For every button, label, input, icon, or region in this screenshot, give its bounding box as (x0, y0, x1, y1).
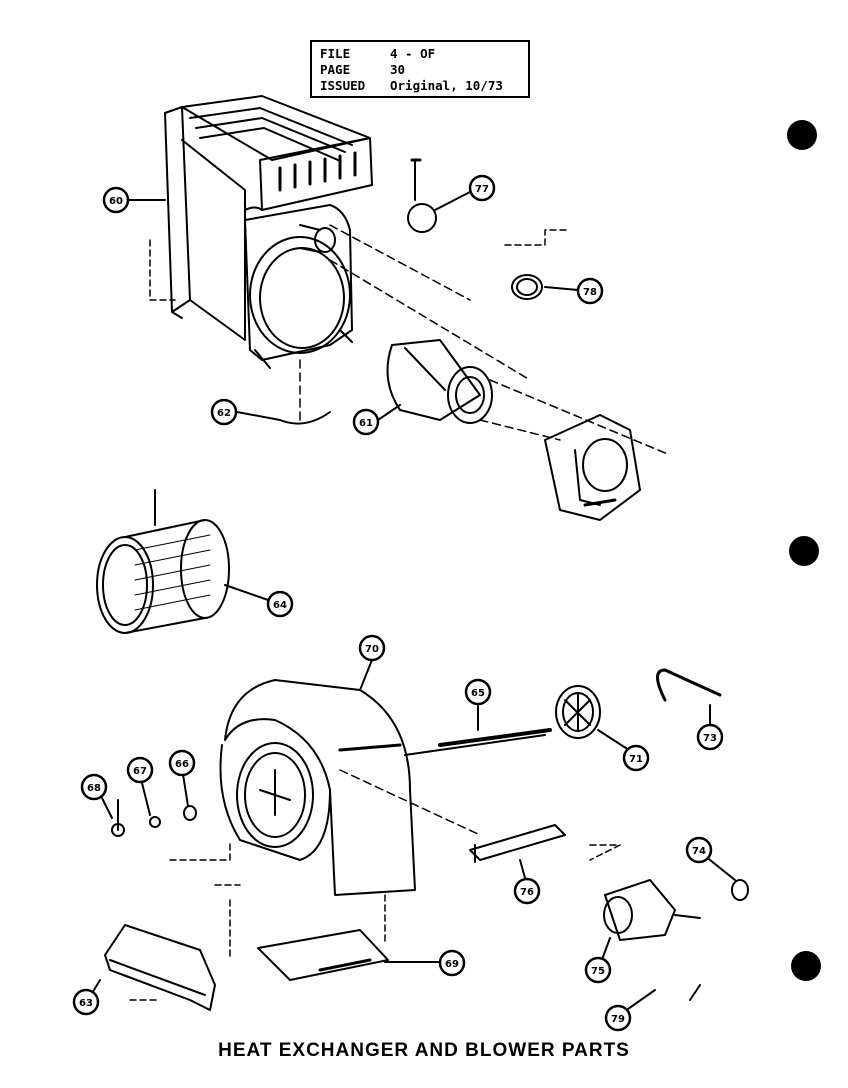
gasket-ring-drawing (504, 229, 571, 300)
svg-text:68: 68 (87, 783, 101, 794)
svg-text:60: 60 (109, 196, 123, 207)
callout-68: 68 (80, 773, 108, 801)
callout-78: 78 (576, 277, 604, 305)
svg-text:77: 77 (475, 184, 489, 195)
callout-60: 60 (102, 186, 130, 214)
binder-hole-bottom (791, 951, 821, 981)
shaft-drawing (438, 728, 552, 747)
issued-row: ISSUED Original, 10/73 (320, 78, 520, 94)
svg-text:73: 73 (703, 733, 717, 744)
svg-text:78: 78 (583, 287, 597, 298)
callout-73: 73 (696, 723, 724, 751)
svg-text:76: 76 (520, 887, 534, 898)
callout-70: 70 (358, 634, 386, 662)
svg-text:65: 65 (471, 688, 485, 699)
file-value: 4 - OF (390, 46, 436, 61)
callout-74: 74 (685, 836, 713, 864)
heat-exchanger-drawing (149, 95, 531, 421)
page-value: 30 (390, 62, 406, 77)
page-row: PAGE 30 (320, 62, 520, 78)
callout-75: 75 (584, 956, 612, 984)
svg-text:74: 74 (692, 846, 706, 857)
callout-79: 79 (604, 1004, 632, 1032)
blower-wheel-drawing (96, 489, 230, 634)
binder-hole-top (787, 120, 817, 150)
svg-text:61: 61 (359, 418, 373, 429)
callout-67: 67 (126, 756, 154, 784)
issued-key: ISSUED (320, 78, 366, 93)
svg-text:79: 79 (611, 1014, 625, 1025)
callout-77: 77 (468, 174, 496, 202)
callout-61: 61 (352, 408, 380, 436)
callout-76: 76 (513, 877, 541, 905)
diagram-caption: HEAT EXCHANGER AND BLOWER PARTS (218, 1040, 630, 1061)
svg-text:63: 63 (79, 998, 93, 1009)
wire-drawing (279, 411, 331, 425)
file-row: FILE 4 - OF (320, 46, 520, 62)
file-key: FILE (320, 46, 351, 61)
motor-pulley-drawing (731, 879, 749, 901)
callout-62: 62 (210, 398, 238, 426)
callout-69: 69 (438, 949, 466, 977)
callout-65: 65 (464, 678, 492, 706)
svg-text:64: 64 (273, 600, 287, 611)
burner-drum-drawing (386, 339, 493, 424)
binder-hole-middle (789, 536, 819, 566)
housing-leg-drawing (104, 924, 216, 1011)
belt-drawing (656, 668, 722, 702)
svg-text:70: 70 (365, 644, 379, 655)
motor-drawing (589, 844, 701, 941)
callout-71: 71 (622, 744, 650, 772)
callout-63: 63 (72, 988, 100, 1016)
pulley-drawing (555, 685, 601, 739)
issued-value: Original, 10/73 (390, 78, 503, 93)
file-info-box: FILE 4 - OF PAGE 30 ISSUED Original, 10/… (310, 40, 530, 98)
svg-text:69: 69 (445, 959, 459, 970)
svg-text:75: 75 (591, 966, 605, 977)
callout-balloons: 60 77 78 62 61 64 70 65 71 73 68 67 66 7… (72, 174, 724, 1032)
motor-bracket-drawing (469, 824, 566, 863)
base-plate-drawing (257, 894, 389, 981)
svg-text:62: 62 (217, 408, 231, 419)
page-key: PAGE (320, 62, 351, 77)
callout-66: 66 (168, 749, 196, 777)
svg-text:66: 66 (175, 759, 189, 770)
blower-housing-drawing (219, 679, 546, 896)
sight-glass-drawing (407, 158, 437, 233)
burner-plate-drawing (479, 379, 671, 521)
callout-64: 64 (266, 590, 294, 618)
svg-text:67: 67 (133, 766, 147, 777)
svg-text:71: 71 (629, 754, 643, 765)
